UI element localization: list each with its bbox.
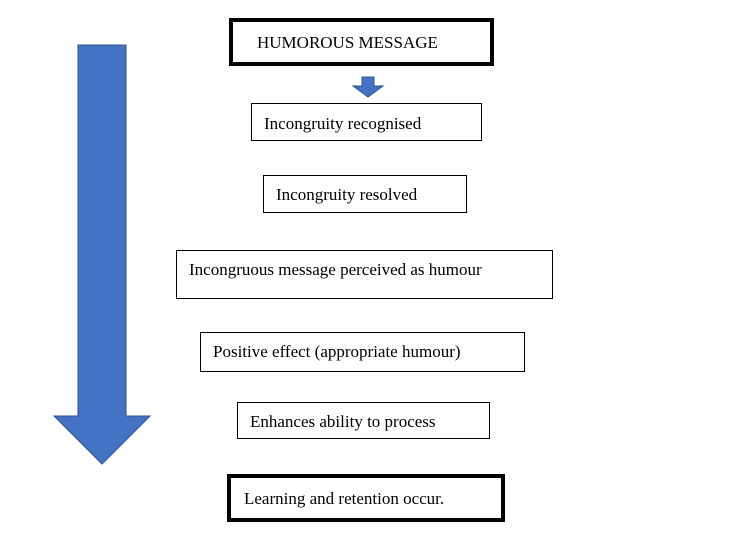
step-text-perceived-as-humour: Incongruous message perceived as humour: [189, 260, 482, 279]
step-text-incongruity-recognised: Incongruity recognised: [264, 114, 422, 133]
outcome-text: Learning and retention occur.: [244, 489, 445, 508]
outcome-box: Learning and retention occur.: [227, 474, 505, 522]
step-text-positive-effect: Positive effect (appropriate humour): [213, 342, 461, 361]
step-box-incongruity-recognised: Incongruity recognised: [251, 103, 482, 141]
large-down-arrow-shape: [52, 44, 152, 465]
title-text: HUMOROUS MESSAGE: [257, 33, 438, 52]
step-box-positive-effect: Positive effect (appropriate humour): [200, 332, 525, 372]
step-box-enhances-ability: Enhances ability to process: [237, 402, 490, 439]
step-box-perceived-as-humour: Incongruous message perceived as humour: [176, 250, 553, 299]
step-box-incongruity-resolved: Incongruity resolved: [263, 175, 467, 213]
title-box: HUMOROUS MESSAGE: [229, 18, 494, 66]
step-text-enhances-ability: Enhances ability to process: [250, 412, 436, 431]
step-text-incongruity-resolved: Incongruity resolved: [276, 185, 418, 204]
small-down-arrow-shape: [351, 76, 385, 98]
